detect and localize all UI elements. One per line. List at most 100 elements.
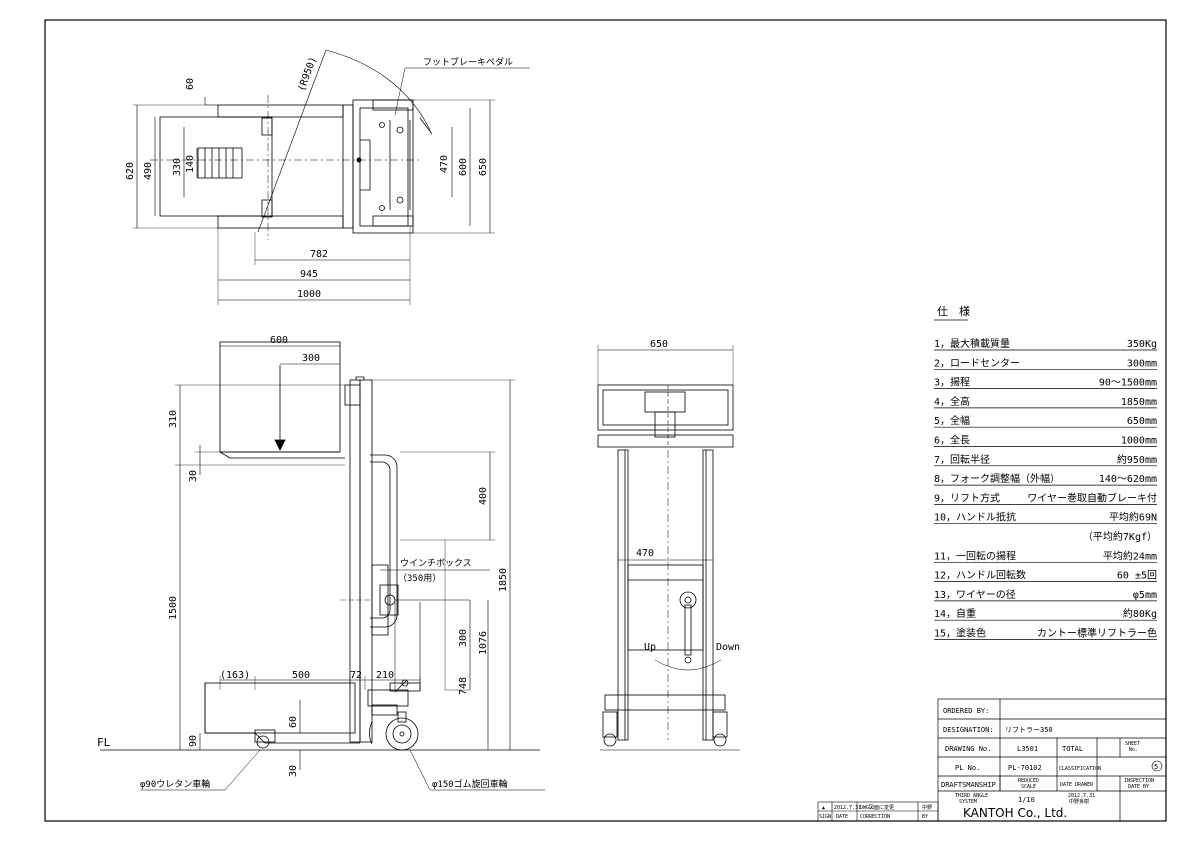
dim-1000: 1000 xyxy=(297,289,321,300)
floor-level-label: FL xyxy=(97,736,111,749)
spec-row-value: 平均約69N xyxy=(1109,511,1157,524)
designation-value: リフトラー350 xyxy=(1005,726,1053,734)
dim-1500: 1500 xyxy=(168,596,179,620)
dim-600-side: 600 xyxy=(270,335,288,346)
spec-row-value: 140～620mm xyxy=(1099,474,1157,485)
dim-330: 330 xyxy=(172,158,183,176)
revision-correction: DWG図面に変更 xyxy=(860,804,894,811)
classification-label: CLASSIFICATION xyxy=(1059,766,1101,772)
spec-row-label: 14，自重 xyxy=(934,607,976,620)
revision-correction-header: CORRECTION xyxy=(860,814,890,820)
inspection-label: INSPECTION xyxy=(1124,778,1154,784)
caster-90-label: φ90ウレタン車輪 xyxy=(140,778,210,790)
dim-210: 210 xyxy=(376,670,394,681)
dim-300-mid: 300 xyxy=(458,629,469,647)
spec-row-label: 12，ハンドル回転数 xyxy=(934,569,1026,582)
revision-block xyxy=(817,801,939,822)
revision-sign-header: SIGN xyxy=(819,814,831,820)
dim-30-b: 30 xyxy=(288,765,299,777)
dim-782: 782 xyxy=(310,249,328,260)
dim-90: 90 xyxy=(188,735,199,747)
spec-row-value: カントー標準リフトラー色 xyxy=(1037,627,1157,640)
dim-945: 945 xyxy=(300,269,318,280)
dim-163: (163) xyxy=(220,670,250,681)
spec-row-label: 7，回転半径 xyxy=(934,453,990,466)
front-view xyxy=(597,345,740,751)
winch-box-sub-label: （350用） xyxy=(398,573,441,584)
date-drawer-label: DATE DRAWER xyxy=(1060,782,1094,788)
dim-748: 748 xyxy=(458,677,469,695)
pl-no-label: PL No. xyxy=(955,764,980,772)
dim-490: 490 xyxy=(143,162,154,180)
foot-brake-label: フットブレーキペダル xyxy=(423,56,513,68)
spec-row-label: 11，一回転の揚程 xyxy=(934,549,1016,562)
pl-no-value: PL-70102 xyxy=(1008,764,1042,772)
drawer-value: 中野良樹 xyxy=(1069,798,1089,805)
dim-600-top: 600 xyxy=(458,158,469,176)
total-label: TOTAL xyxy=(1062,745,1083,753)
revision-mark: ▲ xyxy=(822,805,825,811)
inspection-date-label: DATE BY xyxy=(1128,784,1149,790)
company-name: KANTOH Co., Ltd. xyxy=(963,806,1067,820)
revision-by-header: BY xyxy=(922,814,928,820)
sheet-label: SHEET xyxy=(1125,741,1140,747)
dim-72: 72 xyxy=(350,670,362,681)
sheet-border xyxy=(44,19,1167,822)
spec-row-label: 2，ロードセンター xyxy=(934,357,1020,369)
spec-row-value: 平均約24mm xyxy=(1103,549,1157,562)
dim-470-top: 470 xyxy=(439,155,450,173)
revision-date-header: DATE xyxy=(836,814,848,820)
dimension-labels: 60 620 490 330 140 470 600 650 782 945 1… xyxy=(97,55,740,790)
date-value: 2012.7.31 xyxy=(1068,793,1095,799)
spec-row-value: 60 ±5回 xyxy=(1117,570,1157,582)
dim-300-side: 300 xyxy=(302,353,320,364)
dim-470-front: 470 xyxy=(636,548,654,559)
spec-row-value: 1850mm xyxy=(1121,397,1157,408)
winch-box-label: ウインチボックス xyxy=(400,558,472,569)
spec-row-value: ワイヤー巻取自動ブレーキ付 xyxy=(1027,491,1157,504)
title-block-text: ORDERED BY: DESIGNATION: リフトラー350 DRAWIN… xyxy=(941,707,1158,820)
spec-row-label: 9，リフト方式 xyxy=(934,491,1000,504)
spec-title: 仕 様 xyxy=(937,304,970,318)
dim-60-b: 60 xyxy=(288,716,299,728)
spec-row-value: 300mm xyxy=(1127,358,1157,369)
title-block xyxy=(937,698,1167,822)
spec-row-label: 10，ハンドル抵抗 xyxy=(934,511,1016,524)
spec-row-value: 650mm xyxy=(1127,416,1157,427)
revision-by: 中野 xyxy=(922,804,932,811)
revision-date: 2012.7.31 xyxy=(834,805,861,811)
spec-row-label: 3，揚程 xyxy=(934,376,970,389)
ordered-by-label: ORDERED BY: xyxy=(943,707,989,715)
draftsmanship-label: DRAFTSMANSHIP xyxy=(941,781,996,789)
revision-text: ▲ 2012.7.31 DWG図面に変更 中野 SIGN DATE CORREC… xyxy=(819,804,932,820)
spec-row-value: φ5mm xyxy=(1133,590,1157,601)
caster-150-label: φ150ゴム旋回車輪 xyxy=(432,778,508,790)
third-angle-label: THIRD ANGLE xyxy=(955,793,988,799)
spec-row-label: 4，全高 xyxy=(934,395,970,408)
spec-row-value: 約950mm xyxy=(1117,453,1157,466)
spec-row-label: 15，塗装色 xyxy=(934,627,986,640)
up-label: Up xyxy=(644,642,656,653)
spec-row-label: 5，全幅 xyxy=(934,414,970,427)
spec-row-value: 約80Kg xyxy=(1123,607,1157,620)
dim-1076: 1076 xyxy=(478,631,489,655)
dim-30-a: 30 xyxy=(188,470,199,482)
sheet-value: 5 xyxy=(1154,763,1158,771)
spec-row-label: 6，全長 xyxy=(934,434,970,447)
dim-1850: 1850 xyxy=(498,568,509,592)
radius-label: (R950) xyxy=(296,55,319,93)
dim-650-front: 650 xyxy=(650,339,668,350)
spec-row-value: 350Kg xyxy=(1127,339,1157,350)
system-label: SYSTEM xyxy=(959,799,977,805)
scale-value: 1/10 xyxy=(1018,796,1035,804)
spec-row-value: 90～1500mm xyxy=(1099,378,1157,389)
dim-650-top: 650 xyxy=(478,158,489,176)
top-plan-view xyxy=(133,49,530,305)
spec-row-value: 1000mm xyxy=(1121,436,1157,447)
dim-620: 620 xyxy=(125,162,136,180)
dim-500: 500 xyxy=(292,670,310,681)
spec-row-label: 8，フォーク調整幅（外幅） xyxy=(934,472,1060,485)
dim-140: 140 xyxy=(185,155,196,173)
